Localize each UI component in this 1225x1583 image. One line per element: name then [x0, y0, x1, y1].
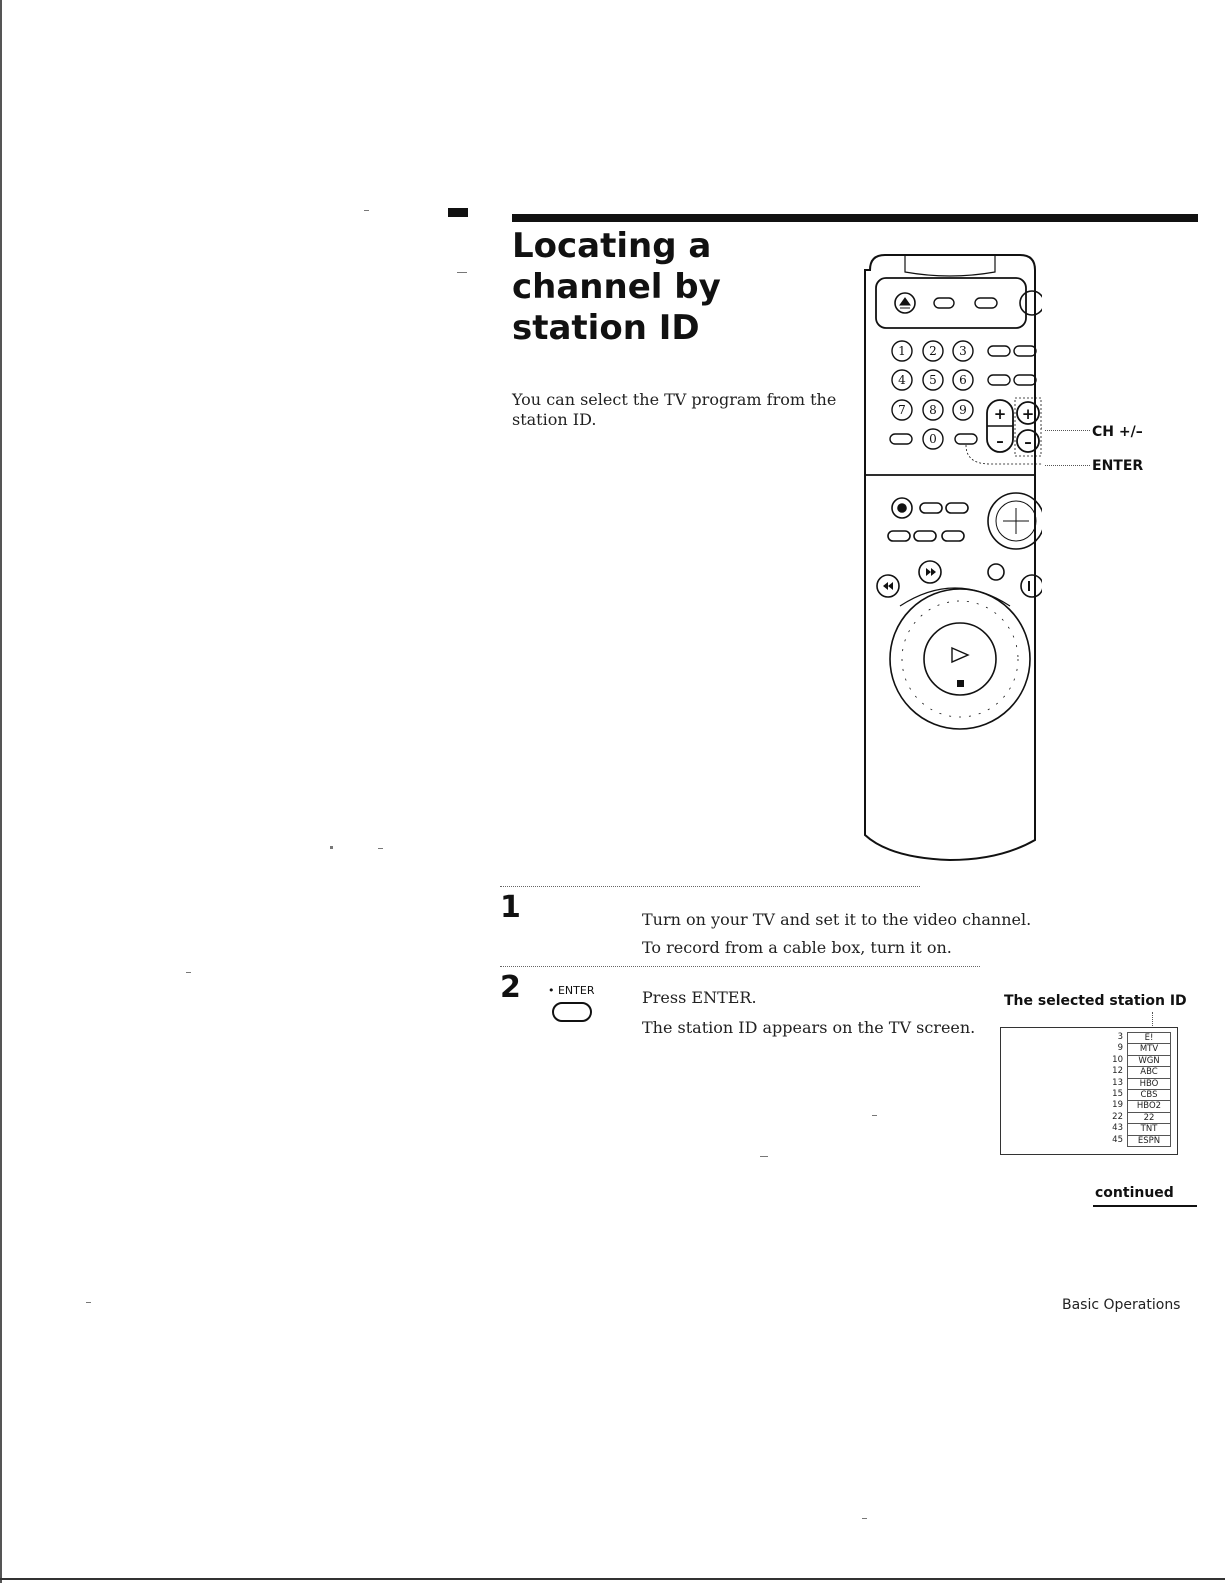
- channel-plus-symbol: +: [1022, 405, 1035, 423]
- channel-station-id: MTV: [1127, 1043, 1171, 1055]
- channel-station-id: WGN: [1127, 1054, 1171, 1067]
- channel-plus-minus-buttons: [1016, 401, 1040, 453]
- channel-station-id: TNT: [1127, 1123, 1171, 1135]
- channel-row: 3 E!: [1101, 1032, 1171, 1044]
- enter-callout: ENTER: [1092, 458, 1144, 474]
- input-select-button: [974, 297, 998, 309]
- rocker-symbols: + – + –: [994, 405, 1035, 451]
- enter-callout-leader: [1045, 465, 1090, 466]
- keypad-digits: 1 2 3 4 5 6 7 8 9 0: [898, 344, 967, 446]
- channel-number: 15: [1112, 1089, 1123, 1100]
- digit-3: 3: [959, 344, 967, 358]
- page-left-edge: [0, 0, 2, 1583]
- transport-buttons: [876, 492, 1042, 598]
- header-rule: [512, 214, 1198, 222]
- step-2-rule: [500, 966, 980, 967]
- digit-7: 7: [898, 403, 906, 417]
- volume-rocker: [986, 399, 1014, 453]
- digit-1: 1: [898, 344, 906, 358]
- page-bottom-edge: [0, 1578, 1225, 1580]
- tv-video-button: [933, 297, 955, 309]
- channel-number: 13: [1112, 1077, 1123, 1088]
- channel-row: 19 HBO2: [1101, 1100, 1171, 1112]
- enter-button-label: • ENTER: [548, 984, 595, 997]
- digit-5: 5: [929, 373, 937, 387]
- channel-number: 19: [1112, 1100, 1123, 1111]
- screen-caption-leader: [1152, 1012, 1153, 1028]
- step-1-line-2: To record from a cable box, turn it on.: [642, 938, 952, 957]
- ch-highlight-box: [1014, 397, 1042, 457]
- step-2-line-2: The station ID appears on the TV screen.: [642, 1018, 976, 1037]
- continued-label: continued: [1095, 1185, 1174, 1201]
- power-button: [1019, 290, 1042, 316]
- channel-station-id: ABC: [1127, 1066, 1171, 1078]
- channel-row: 9 MTV: [1101, 1043, 1171, 1055]
- intro-text: You can select the TV program from the s…: [512, 390, 837, 429]
- continued-rule: [1093, 1205, 1197, 1207]
- channel-station-id: HBO2: [1127, 1100, 1171, 1112]
- channel-row: 22 22: [1101, 1111, 1171, 1124]
- title-line-1: Locating a: [512, 226, 712, 266]
- screen-caption: The selected station ID: [1004, 993, 1187, 1009]
- section-marker: [448, 208, 468, 217]
- digit-4: 4: [898, 373, 906, 387]
- channel-station-id: ESPN: [1127, 1134, 1171, 1148]
- channel-row: 43 TNT: [1101, 1123, 1171, 1135]
- channel-station-id: CBS: [1127, 1089, 1171, 1101]
- title-line-3: station ID: [512, 308, 700, 348]
- channel-station-id: 22: [1127, 1111, 1171, 1124]
- channel-row: 12 ABC: [1101, 1066, 1171, 1078]
- channel-station-id: HBO: [1127, 1077, 1171, 1090]
- channel-number: 45: [1112, 1134, 1123, 1145]
- channel-station-id: E!: [1127, 1032, 1171, 1044]
- channel-row: 45 ESPN: [1101, 1134, 1171, 1148]
- eject-button: [894, 292, 916, 314]
- ch-plus-minus-callout: CH +/–: [1092, 424, 1143, 440]
- title-line-2: channel by: [512, 267, 721, 307]
- step-1-number: 1: [500, 890, 521, 925]
- channel-minus-symbol: –: [1024, 433, 1032, 451]
- number-keypad: [889, 340, 1037, 450]
- remote-top-window: [904, 255, 996, 277]
- digit-8: 8: [929, 403, 937, 417]
- digit-2: 2: [929, 344, 937, 358]
- step-2-number: 2: [500, 970, 521, 1005]
- section-footer: Basic Operations: [1062, 1297, 1181, 1313]
- channel-number: 10: [1112, 1054, 1123, 1065]
- channel-number: 22: [1112, 1111, 1123, 1122]
- step-1-rule: [500, 886, 920, 887]
- channel-row: 15 CBS: [1101, 1089, 1171, 1101]
- volume-minus-symbol: –: [996, 432, 1004, 450]
- channel-number: 3: [1117, 1032, 1123, 1042]
- channel-number: 9: [1117, 1043, 1123, 1054]
- step-1-line-1: Turn on your TV and set it to the video …: [642, 910, 1032, 929]
- step-2-line-1: Press ENTER.: [642, 988, 757, 1007]
- digit-0: 0: [929, 432, 937, 446]
- channel-row: 10 WGN: [1101, 1054, 1171, 1067]
- volume-plus-symbol: +: [994, 405, 1007, 423]
- page-title: Locating a channel by station ID: [512, 226, 721, 349]
- remote-control-illustration: 1 2 3 4 5 6 7 8 9 0 + – + –: [864, 254, 1042, 862]
- ch-callout-leader: [1045, 430, 1090, 431]
- channel-row: 13 HBO: [1101, 1077, 1171, 1090]
- channel-number: 43: [1112, 1123, 1123, 1134]
- digit-9: 9: [959, 403, 967, 417]
- channel-number: 12: [1112, 1066, 1123, 1077]
- remote-top-panel: [875, 277, 1027, 329]
- enter-button-icon: [552, 1002, 592, 1022]
- remote-body: [864, 254, 1036, 862]
- jog-shuttle-dial: [889, 587, 1031, 730]
- digit-6: 6: [959, 373, 967, 387]
